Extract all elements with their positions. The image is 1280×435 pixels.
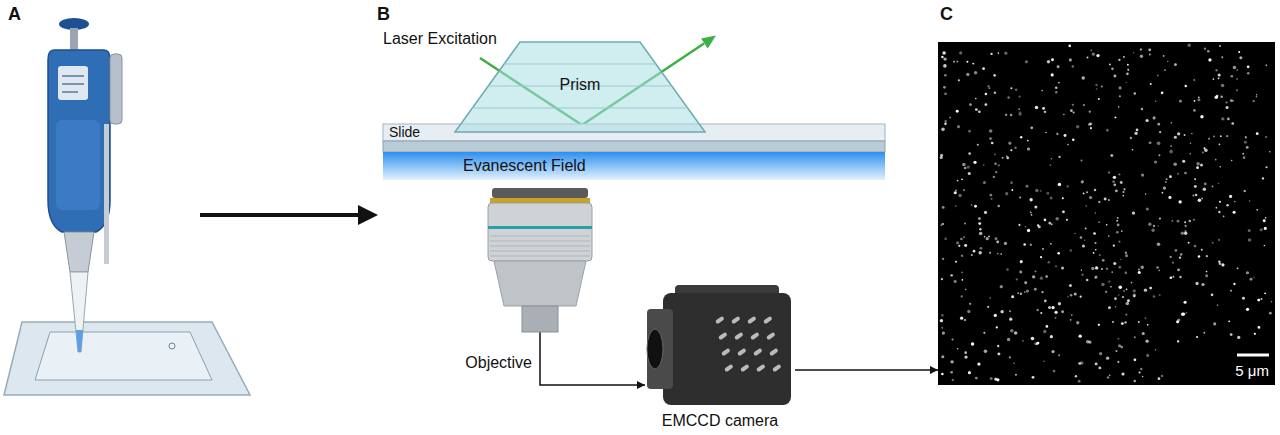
- text-holder: Evanescent Field: [463, 157, 663, 175]
- evanescent-field-band-shape: [383, 152, 885, 180]
- beam-label: Laser Excitation: [383, 30, 497, 48]
- emccd-camera-shape: [645, 285, 795, 410]
- node-text: Objective: [440, 354, 532, 372]
- node-text: Prism: [455, 76, 705, 94]
- text-holder: EMCCD camera: [630, 412, 810, 430]
- panel-letter: C: [940, 4, 953, 25]
- microscopy-image-shape: [938, 42, 1275, 385]
- emccd-camera: EMCCD camera: [645, 285, 795, 410]
- objective-lens-shape: [480, 188, 600, 332]
- sample-slide: [4, 322, 250, 395]
- pipette: [48, 18, 122, 352]
- panel-letter: B: [377, 4, 390, 25]
- flow-arrow: [200, 205, 378, 225]
- text-holder: Prism: [455, 76, 705, 94]
- scale-bar: [1237, 354, 1269, 357]
- panel-letter: A: [8, 4, 21, 25]
- connector-arrow: [540, 332, 645, 385]
- node-text: Slide: [389, 124, 449, 140]
- connector-arrow: [795, 369, 938, 371]
- evanescent-field-band: Evanescent Field: [383, 152, 885, 180]
- prism: Prism: [455, 42, 705, 132]
- node-text: EMCCD camera: [630, 412, 810, 430]
- node-text: 5 μm: [1175, 362, 1269, 379]
- text-holder: 5 μm: [1175, 362, 1269, 379]
- text-holder: Objective: [440, 354, 532, 372]
- node-text: Evanescent Field: [463, 157, 663, 175]
- microscopy-image: 5 μm: [938, 42, 1275, 385]
- text-holder: Slide: [389, 124, 449, 140]
- objective-lens: Objective: [480, 188, 600, 332]
